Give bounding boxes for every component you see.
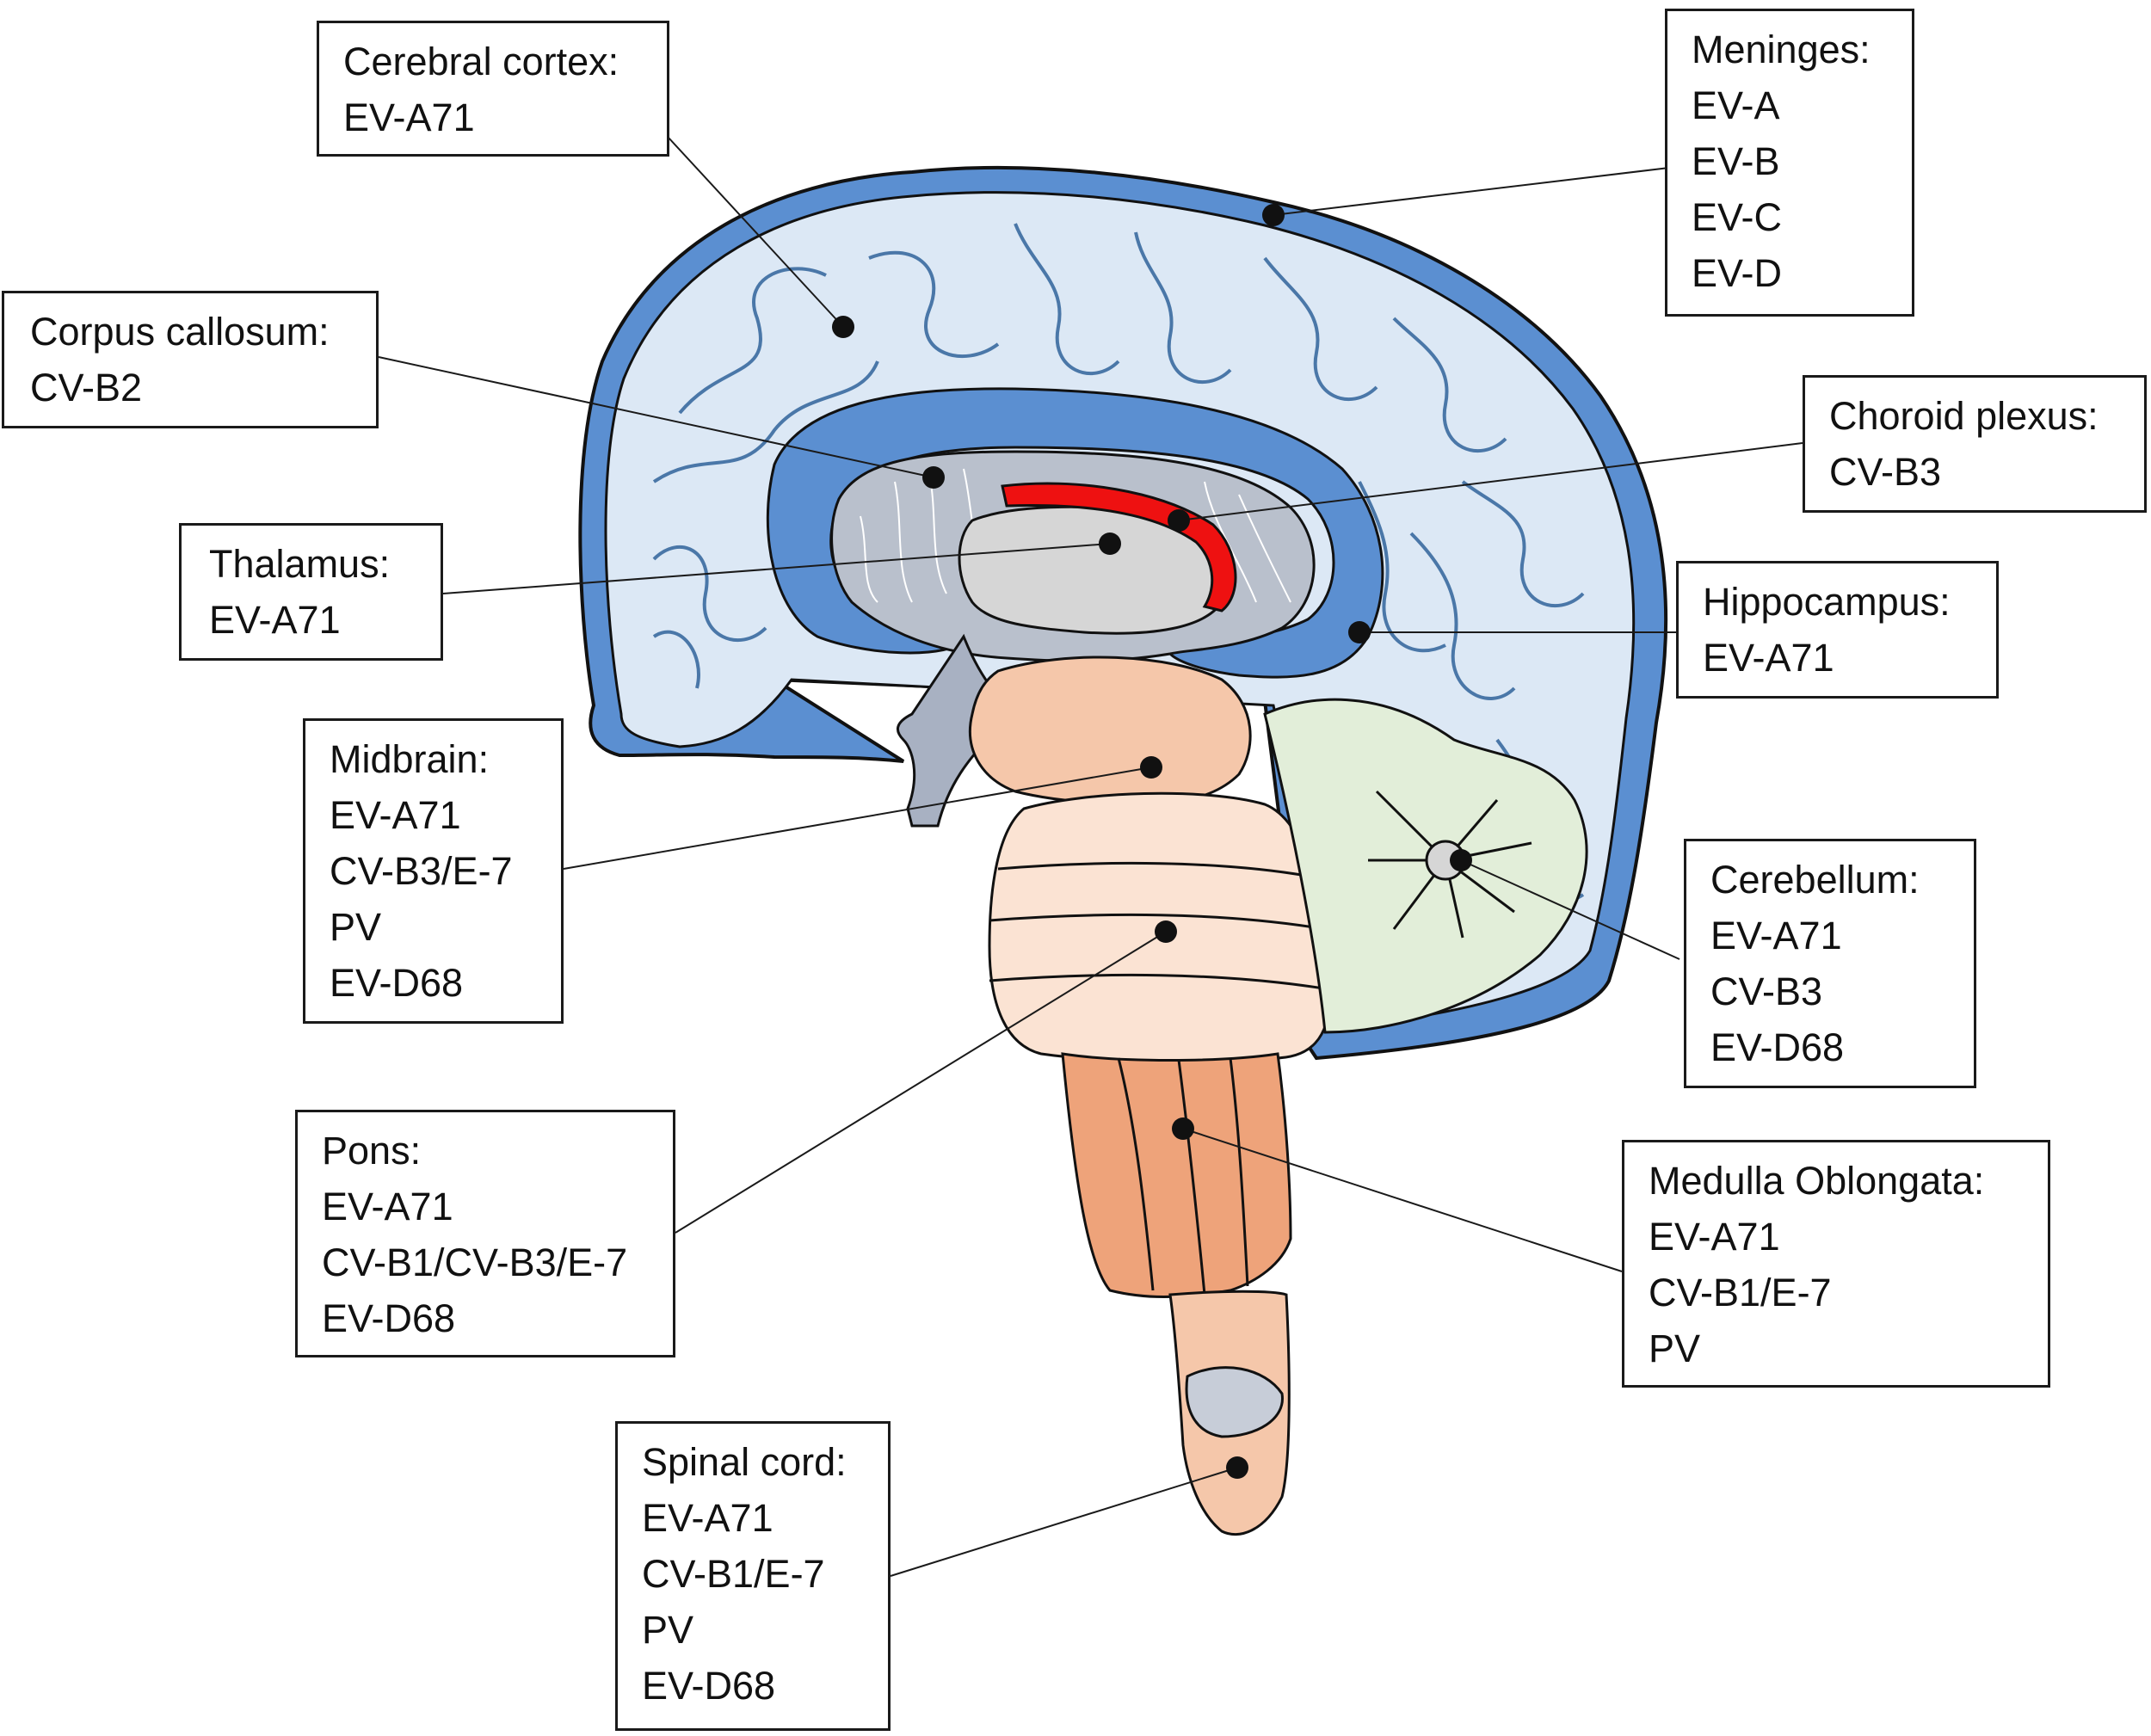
label-meninges: Meninges: EV-A EV-B EV-C EV-D (1665, 9, 1914, 317)
label-title: Midbrain: (330, 737, 490, 781)
virus-item: CV-B3 (1829, 450, 1942, 494)
virus-item: EV-A71 (1649, 1215, 1780, 1259)
virus-item: EV-A71 (642, 1496, 773, 1540)
marker-midbrain (1140, 756, 1162, 779)
arbor-vitae (1368, 790, 1532, 939)
virus-item: EV-A71 (1703, 636, 1834, 680)
virus-item: EV-D (1692, 251, 1783, 295)
label-spinal-cord: Spinal cord: EV-A71 CV-B1/E-7 PV EV-D68 (615, 1421, 891, 1731)
virus-item: CV-B1/CV-B3/E-7 (322, 1240, 628, 1284)
virus-item: EV-D68 (1710, 1025, 1845, 1069)
medulla-region (1061, 1052, 1292, 1298)
virus-item: EV-A71 (209, 598, 341, 642)
virus-item: CV-B3/E-7 (330, 849, 513, 893)
virus-item: PV (330, 905, 382, 949)
label-title: Cerebral cortex: (343, 40, 619, 83)
marker-choroid-plexus (1168, 509, 1190, 532)
marker-spinal-cord (1226, 1456, 1248, 1479)
marker-cerebellum (1450, 849, 1472, 871)
spinal-cord-section (1185, 1366, 1284, 1438)
marker-pons (1155, 920, 1177, 943)
virus-item: EV-C (1692, 195, 1783, 239)
virus-item: EV-D68 (330, 961, 464, 1005)
marker-thalamus (1099, 532, 1121, 555)
label-title: Meninges: (1692, 28, 1871, 71)
label-title: Spinal cord: (642, 1440, 847, 1484)
virus-item: CV-B3 (1710, 970, 1823, 1013)
marker-medulla (1172, 1117, 1194, 1140)
leader-lines (378, 102, 1803, 1577)
marker-meninges (1262, 204, 1285, 226)
virus-item: EV-B (1692, 139, 1780, 183)
virus-item: PV (1649, 1327, 1701, 1370)
label-medulla-oblongata: Medulla Oblongata: EV-A71 CV-B1/E-7 PV (1622, 1140, 2050, 1388)
label-title: Pons: (322, 1129, 422, 1173)
label-title: Thalamus: (209, 542, 391, 586)
virus-item: EV-D68 (642, 1664, 776, 1708)
label-cerebellum: Cerebellum: EV-A71 CV-B3 EV-D68 (1684, 839, 1976, 1088)
label-title: Medulla Oblongata: (1649, 1159, 1985, 1203)
label-midbrain: Midbrain: EV-A71 CV-B3/E-7 PV EV-D68 (303, 718, 564, 1024)
virus-item: CV-B1/E-7 (642, 1552, 825, 1596)
pons-bands (989, 861, 1330, 991)
label-thalamus: Thalamus: EV-A71 (179, 523, 443, 661)
marker-corpus-callosum (922, 466, 945, 489)
region-markers (832, 204, 1472, 1479)
label-title: Cerebellum: (1710, 858, 1920, 902)
marker-cerebral-cortex (832, 316, 854, 338)
virus-item: EV-A71 (330, 793, 461, 837)
virus-item: EV-A71 (343, 95, 475, 139)
virus-item: EV-D68 (322, 1296, 456, 1340)
virus-item: EV-A71 (1710, 914, 1842, 957)
label-hippocampus: Hippocampus: EV-A71 (1676, 561, 1999, 699)
label-corpus-callosum: Corpus callosum: CV-B2 (2, 291, 379, 428)
label-pons: Pons: EV-A71 CV-B1/CV-B3/E-7 EV-D68 (295, 1110, 675, 1357)
virus-item: EV-A (1692, 83, 1780, 127)
label-title: Hippocampus: (1703, 580, 1951, 624)
cerebellum-region (1263, 698, 1588, 1034)
label-title: Corpus callosum: (30, 310, 330, 354)
virus-item: EV-A71 (322, 1185, 453, 1228)
virus-item: CV-B1/E-7 (1649, 1271, 1832, 1314)
medulla-ridges (1117, 1057, 1249, 1296)
midbrain-region (968, 656, 1252, 804)
marker-hippocampus (1348, 621, 1371, 643)
label-title: Choroid plexus: (1829, 394, 2099, 438)
label-cerebral-cortex: Cerebral cortex: EV-A71 (317, 21, 669, 157)
virus-item: PV (642, 1608, 694, 1652)
label-choroid-plexus: Choroid plexus: CV-B3 (1803, 375, 2147, 513)
virus-item: CV-B2 (30, 366, 143, 409)
